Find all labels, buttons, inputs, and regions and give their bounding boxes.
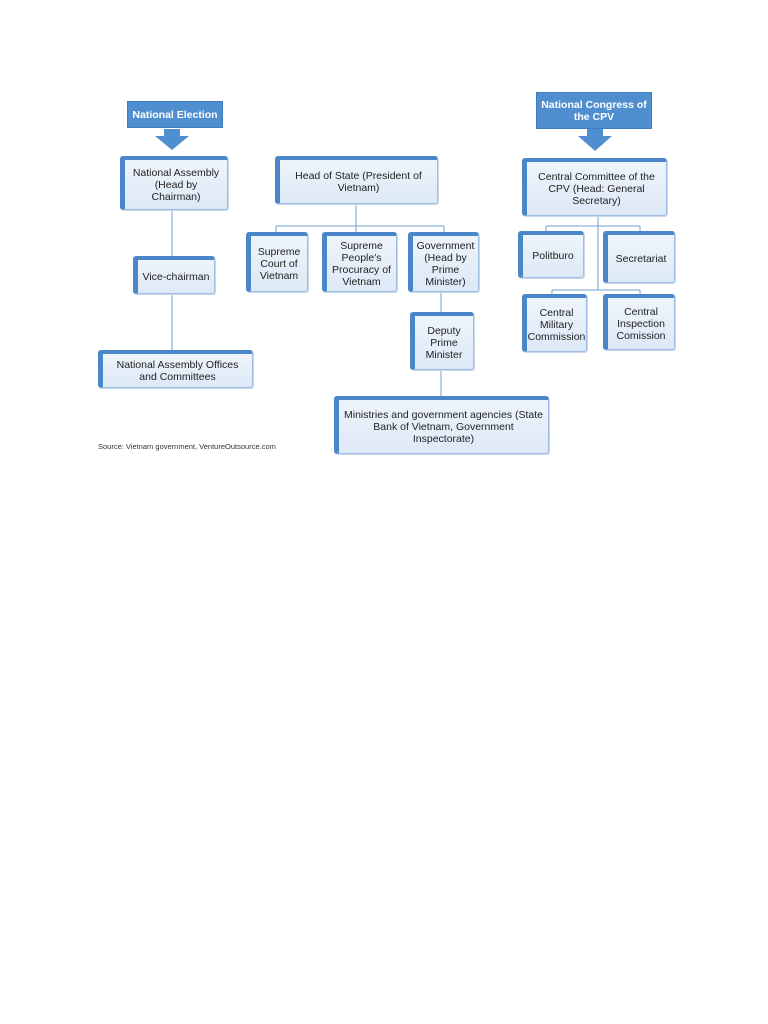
national-congress-header: National Congress of the CPV <box>536 92 652 129</box>
na-offices-box: National Assembly Offices and Committees <box>98 350 253 388</box>
ministries-box: Ministries and government agencies (Stat… <box>334 396 549 454</box>
government-box: Government (Head by Prime Minister) <box>408 232 479 292</box>
central-inspection-box: Central Inspection Comission <box>603 294 675 350</box>
deputy-pm-box: Deputy Prime Minister <box>410 312 474 370</box>
central-committee-box: Central Committee of the CPV (Head: Gene… <box>522 158 667 216</box>
source-note: Source: Vietnam government, VentureOutso… <box>98 442 276 451</box>
central-military-box: Central Military Commission <box>522 294 587 352</box>
vice-chairman-box: Vice-chairman <box>133 256 215 294</box>
national-assembly-box: National Assembly (Head by Chairman) <box>120 156 228 210</box>
head-of-state-box: Head of State (President of Vietnam) <box>275 156 438 204</box>
politburo-box: Politburo <box>518 231 584 278</box>
arrow-down-icon <box>578 129 612 151</box>
supreme-court-box: Supreme Court of Vietnam <box>246 232 308 292</box>
national-election-header: National Election <box>127 101 223 128</box>
arrow-down-icon <box>155 129 189 150</box>
supreme-procuracy-box: Supreme People's Procuracy of Vietnam <box>322 232 397 292</box>
secretariat-box: Secretariat <box>603 231 675 283</box>
